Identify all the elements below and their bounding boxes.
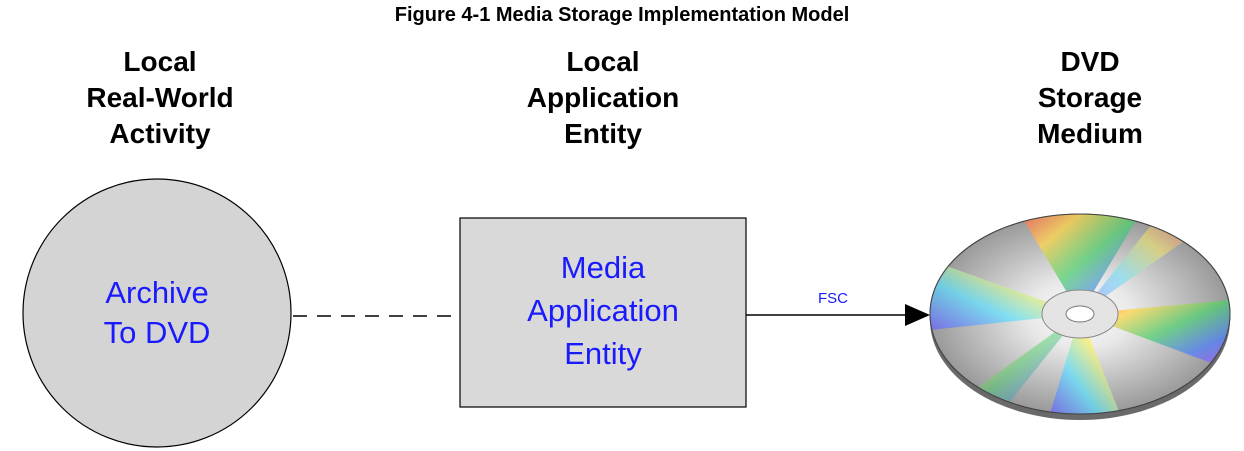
heading-line: Entity [564,118,642,149]
heading-line: Real-World [86,82,234,113]
fsc-label: FSC [818,290,848,307]
heading-line: Medium [1037,118,1143,149]
heading-line: DVD [1060,46,1120,77]
column-heading-real-world-activity: Local Real-World Activity [60,44,260,152]
heading-line: Storage [1037,82,1143,113]
column-heading-storage-medium: DVD Storage Medium [990,44,1190,152]
heading-line: Local [566,46,640,77]
activity-circle: Archive To DVD [22,178,292,448]
entity-label-line: Media [561,250,646,285]
entity-label-line: Application [527,293,679,328]
arrow-head-icon [905,304,930,326]
column-heading-application-entity: Local Application Entity [503,44,703,152]
heading-line: Local [123,46,197,77]
activity-label-line: Archive [105,275,208,310]
application-entity-box: Media Application Entity [459,217,747,408]
activity-label-line: To DVD [104,315,211,350]
dvd-disc-icon [929,213,1231,420]
entity-label-line: Entity [564,336,642,371]
heading-line: Application [526,82,680,113]
figure-title: Figure 4-1 Media Storage Implementation … [394,4,850,26]
heading-line: Activity [109,118,211,149]
